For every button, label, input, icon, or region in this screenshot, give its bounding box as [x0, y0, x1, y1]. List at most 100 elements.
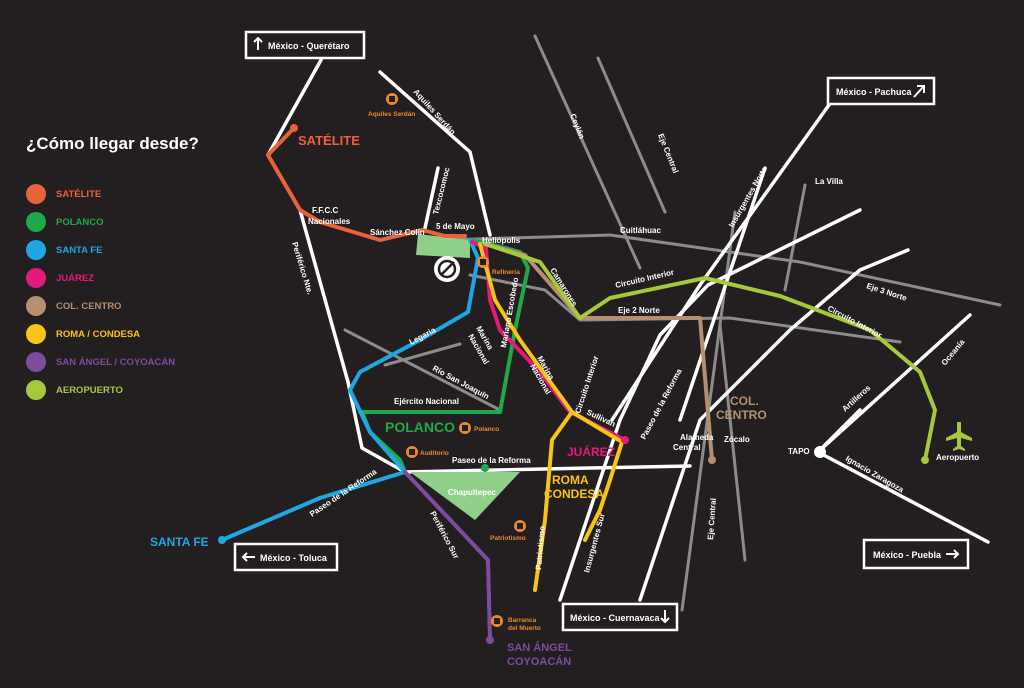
legend-item-1[interactable]: POLANCO [26, 208, 175, 236]
street-labels: Aquiles Serdán Texcocomoc F.F.C.C Nacion… [290, 87, 979, 573]
legend-dot [26, 380, 46, 400]
street-heliopolis: Heliópolis [482, 236, 521, 245]
street-tapo: TAPO [788, 447, 810, 456]
exit-cuernavaca[interactable]: México - Cuernavaca [561, 602, 679, 632]
poi-patriotismo-icon [514, 520, 526, 532]
street-ejercito: Ejército Nacional [394, 397, 459, 406]
street-rio-sj: Río San Joaquín [431, 364, 491, 401]
legend-dot [26, 240, 46, 260]
route-roma-2 [570, 410, 624, 542]
arrow-right-icon [946, 549, 960, 559]
legend-label: SANTA FE [56, 244, 103, 256]
exit-toluca[interactable]: México - Toluca [233, 542, 339, 572]
street-circuito-1: Circuito Interior [573, 355, 600, 415]
street-ceylan: Ceylán [568, 112, 586, 140]
santafe-dot [218, 536, 226, 544]
area-centro-2: CENTRO [716, 408, 767, 422]
street-oceania: Oceanía [940, 337, 967, 367]
legend-item-2[interactable]: SANTA FE [26, 236, 175, 264]
street-patriotismo: Patriotismo [534, 525, 547, 570]
legend-item-7[interactable]: AEROPUERTO [26, 376, 175, 404]
poi-auditorio-icon [406, 446, 418, 458]
street-eje-central-1: Eje Central [656, 132, 680, 174]
destination-marker-icon[interactable] [434, 256, 460, 282]
legend-item-5[interactable]: ROMA / CONDESA [26, 320, 175, 348]
exit-pachuca[interactable]: México - Pachuca [826, 76, 936, 106]
legend-label: POLANCO [56, 216, 104, 228]
legend-label: ROMA / CONDESA [56, 328, 141, 340]
route-santafe [220, 238, 480, 542]
poi-barranca-label-1: Barranca [508, 617, 537, 624]
satelite-dot [290, 124, 298, 132]
refineria-park [416, 234, 470, 258]
legend-item-3[interactable]: JUÁREZ [26, 264, 175, 292]
exit-puebla[interactable]: México - Puebla [862, 538, 970, 570]
street-periferico-sur: Periférico Sur [428, 510, 461, 561]
aeropuerto-dot [921, 456, 929, 464]
chapultepec-park [410, 472, 520, 520]
street-zocalo: Zócalo [724, 435, 750, 444]
street-reforma-1: Paseo de la Reforma [452, 456, 531, 465]
area-satelite: SATÉLITE [298, 133, 360, 148]
street-sanchez: Sánchez Colín [370, 228, 425, 237]
exit-pachuca-label: México - Pachuca [836, 87, 913, 97]
legend-label: SATÉLITE [56, 188, 102, 200]
legend-item-6[interactable]: SAN ÁNGEL / COYOACÁN [26, 348, 175, 376]
street-cuitlahuac: Cuitláhuac [620, 226, 661, 235]
route-aeropuerto [483, 242, 937, 462]
exit-toluca-label: México - Toluca [260, 553, 328, 563]
route-sanangel [403, 470, 492, 642]
street-reforma-2: Paseo de la Reforma [308, 467, 379, 519]
street-chapultepec: Chapultepec [448, 488, 497, 497]
legend-title: ¿Cómo llegar desde? [26, 134, 199, 153]
poi-aquiles-icon [386, 93, 398, 105]
arrow-up-icon [253, 36, 263, 50]
exit-cuernavaca-label: México - Cuernavaca [570, 613, 661, 623]
area-centro-1: COL. [730, 394, 759, 408]
legend-label: SAN ÁNGEL / COYOACÁN [56, 356, 176, 368]
street-zaragoza: Ignacio Zaragoza [844, 454, 906, 495]
street-legaria: Legaria [408, 325, 438, 347]
legend-item-4[interactable]: COL. CENTRO [26, 292, 175, 320]
street-eje-central-2: Eje Central [706, 498, 718, 540]
legend-dot [26, 184, 46, 204]
street-cinco-mayo: 5 de Mayo [436, 222, 475, 231]
street-eje2: Eje 2 Norte [618, 306, 660, 315]
route-satelite [266, 126, 467, 242]
area-condesa: CONDESA [544, 487, 604, 501]
exit-puebla-label: México - Puebla [873, 550, 942, 560]
reforma-dot [481, 464, 489, 472]
street-aeropuerto: Aeropuerto [936, 453, 979, 462]
poi-barranca-icon [491, 615, 503, 627]
airplane-icon [946, 422, 972, 451]
exit-queretaro[interactable]: México - Querétaro [244, 30, 366, 60]
arrow-down-icon [660, 610, 670, 624]
centro-dot [708, 456, 716, 464]
legend-dot [26, 352, 46, 372]
legend-label: AEROPUERTO [56, 384, 123, 396]
legend-label: JUÁREZ [56, 272, 95, 284]
legend-dot [26, 212, 46, 232]
poi-polanco-label: Polanco [474, 426, 499, 433]
legend-dot [26, 324, 46, 344]
area-sanangel: SAN ÁNGEL [507, 641, 572, 654]
area-polanco: POLANCO [385, 419, 455, 435]
street-alameda-2: Central [673, 443, 701, 452]
poi-refineria-label: Refinería [492, 269, 520, 276]
poi-aquiles-label: Aquiles Serdán [368, 111, 415, 118]
street-alameda-1: Alameda [680, 433, 714, 442]
legend-label: COL. CENTRO [56, 300, 122, 312]
street-ffcc-2: Nacionales [308, 217, 351, 226]
poi-refineria-icon [477, 256, 489, 268]
arrow-left-icon [241, 552, 255, 562]
street-reforma-3: Paseo de la Reforma [639, 367, 684, 441]
area-juarez: JUÁREZ [567, 444, 615, 459]
legend-item-0[interactable]: SATÉLITE [26, 180, 175, 208]
area-santafe: SANTA FE [150, 535, 209, 549]
arrow-up-right-icon [913, 85, 925, 98]
poi-polanco-icon [459, 422, 471, 434]
poi-patriotismo-label: Patriotismo [490, 535, 526, 542]
tapo-dot [814, 446, 826, 458]
legend-dot [26, 296, 46, 316]
